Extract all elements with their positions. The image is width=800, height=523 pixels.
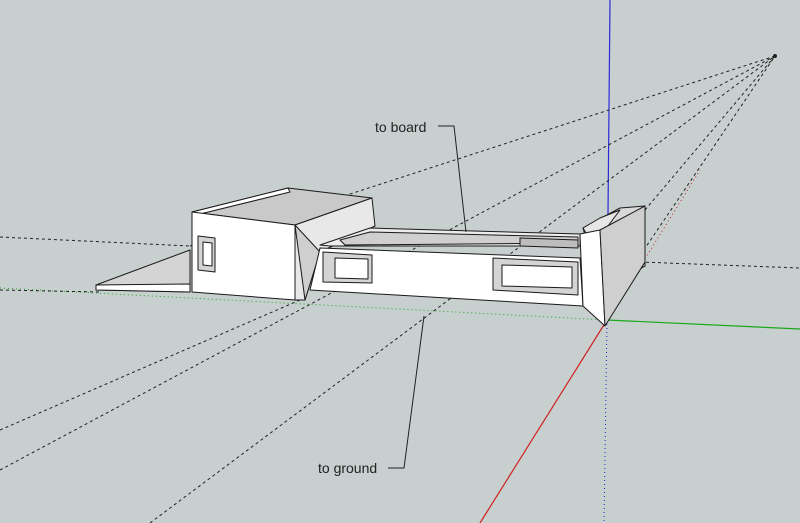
3d-model[interactable] xyxy=(95,187,646,327)
red-axis-solid xyxy=(479,319,608,523)
guide-line-9[interactable] xyxy=(0,289,101,293)
base-slab-left-edge[interactable] xyxy=(95,283,191,293)
blue-axis-dotted xyxy=(603,319,608,523)
rail-slot-left-inner[interactable] xyxy=(334,257,369,280)
guide-line-8[interactable] xyxy=(639,261,800,269)
green-axis-solid xyxy=(606,319,800,330)
box-side-shadow[interactable] xyxy=(294,224,321,301)
guide-line-4[interactable] xyxy=(0,299,301,431)
annotation-to-board[interactable]: to board xyxy=(375,119,427,135)
rail-slot-right-inner[interactable] xyxy=(501,264,573,289)
red-axis-dotted xyxy=(606,169,701,321)
box-window-inner[interactable] xyxy=(202,241,213,267)
guide-line-6[interactable] xyxy=(644,55,776,211)
vanishing-point[interactable] xyxy=(773,54,777,58)
to-ground-leader xyxy=(388,315,425,469)
endcap-side[interactable] xyxy=(599,205,646,327)
guide-line-1[interactable] xyxy=(0,236,191,247)
leaders xyxy=(388,125,467,469)
annotation-to-ground[interactable]: to ground xyxy=(318,460,378,476)
to-board-leader xyxy=(438,125,467,233)
rail-top-cutout[interactable] xyxy=(519,237,579,249)
